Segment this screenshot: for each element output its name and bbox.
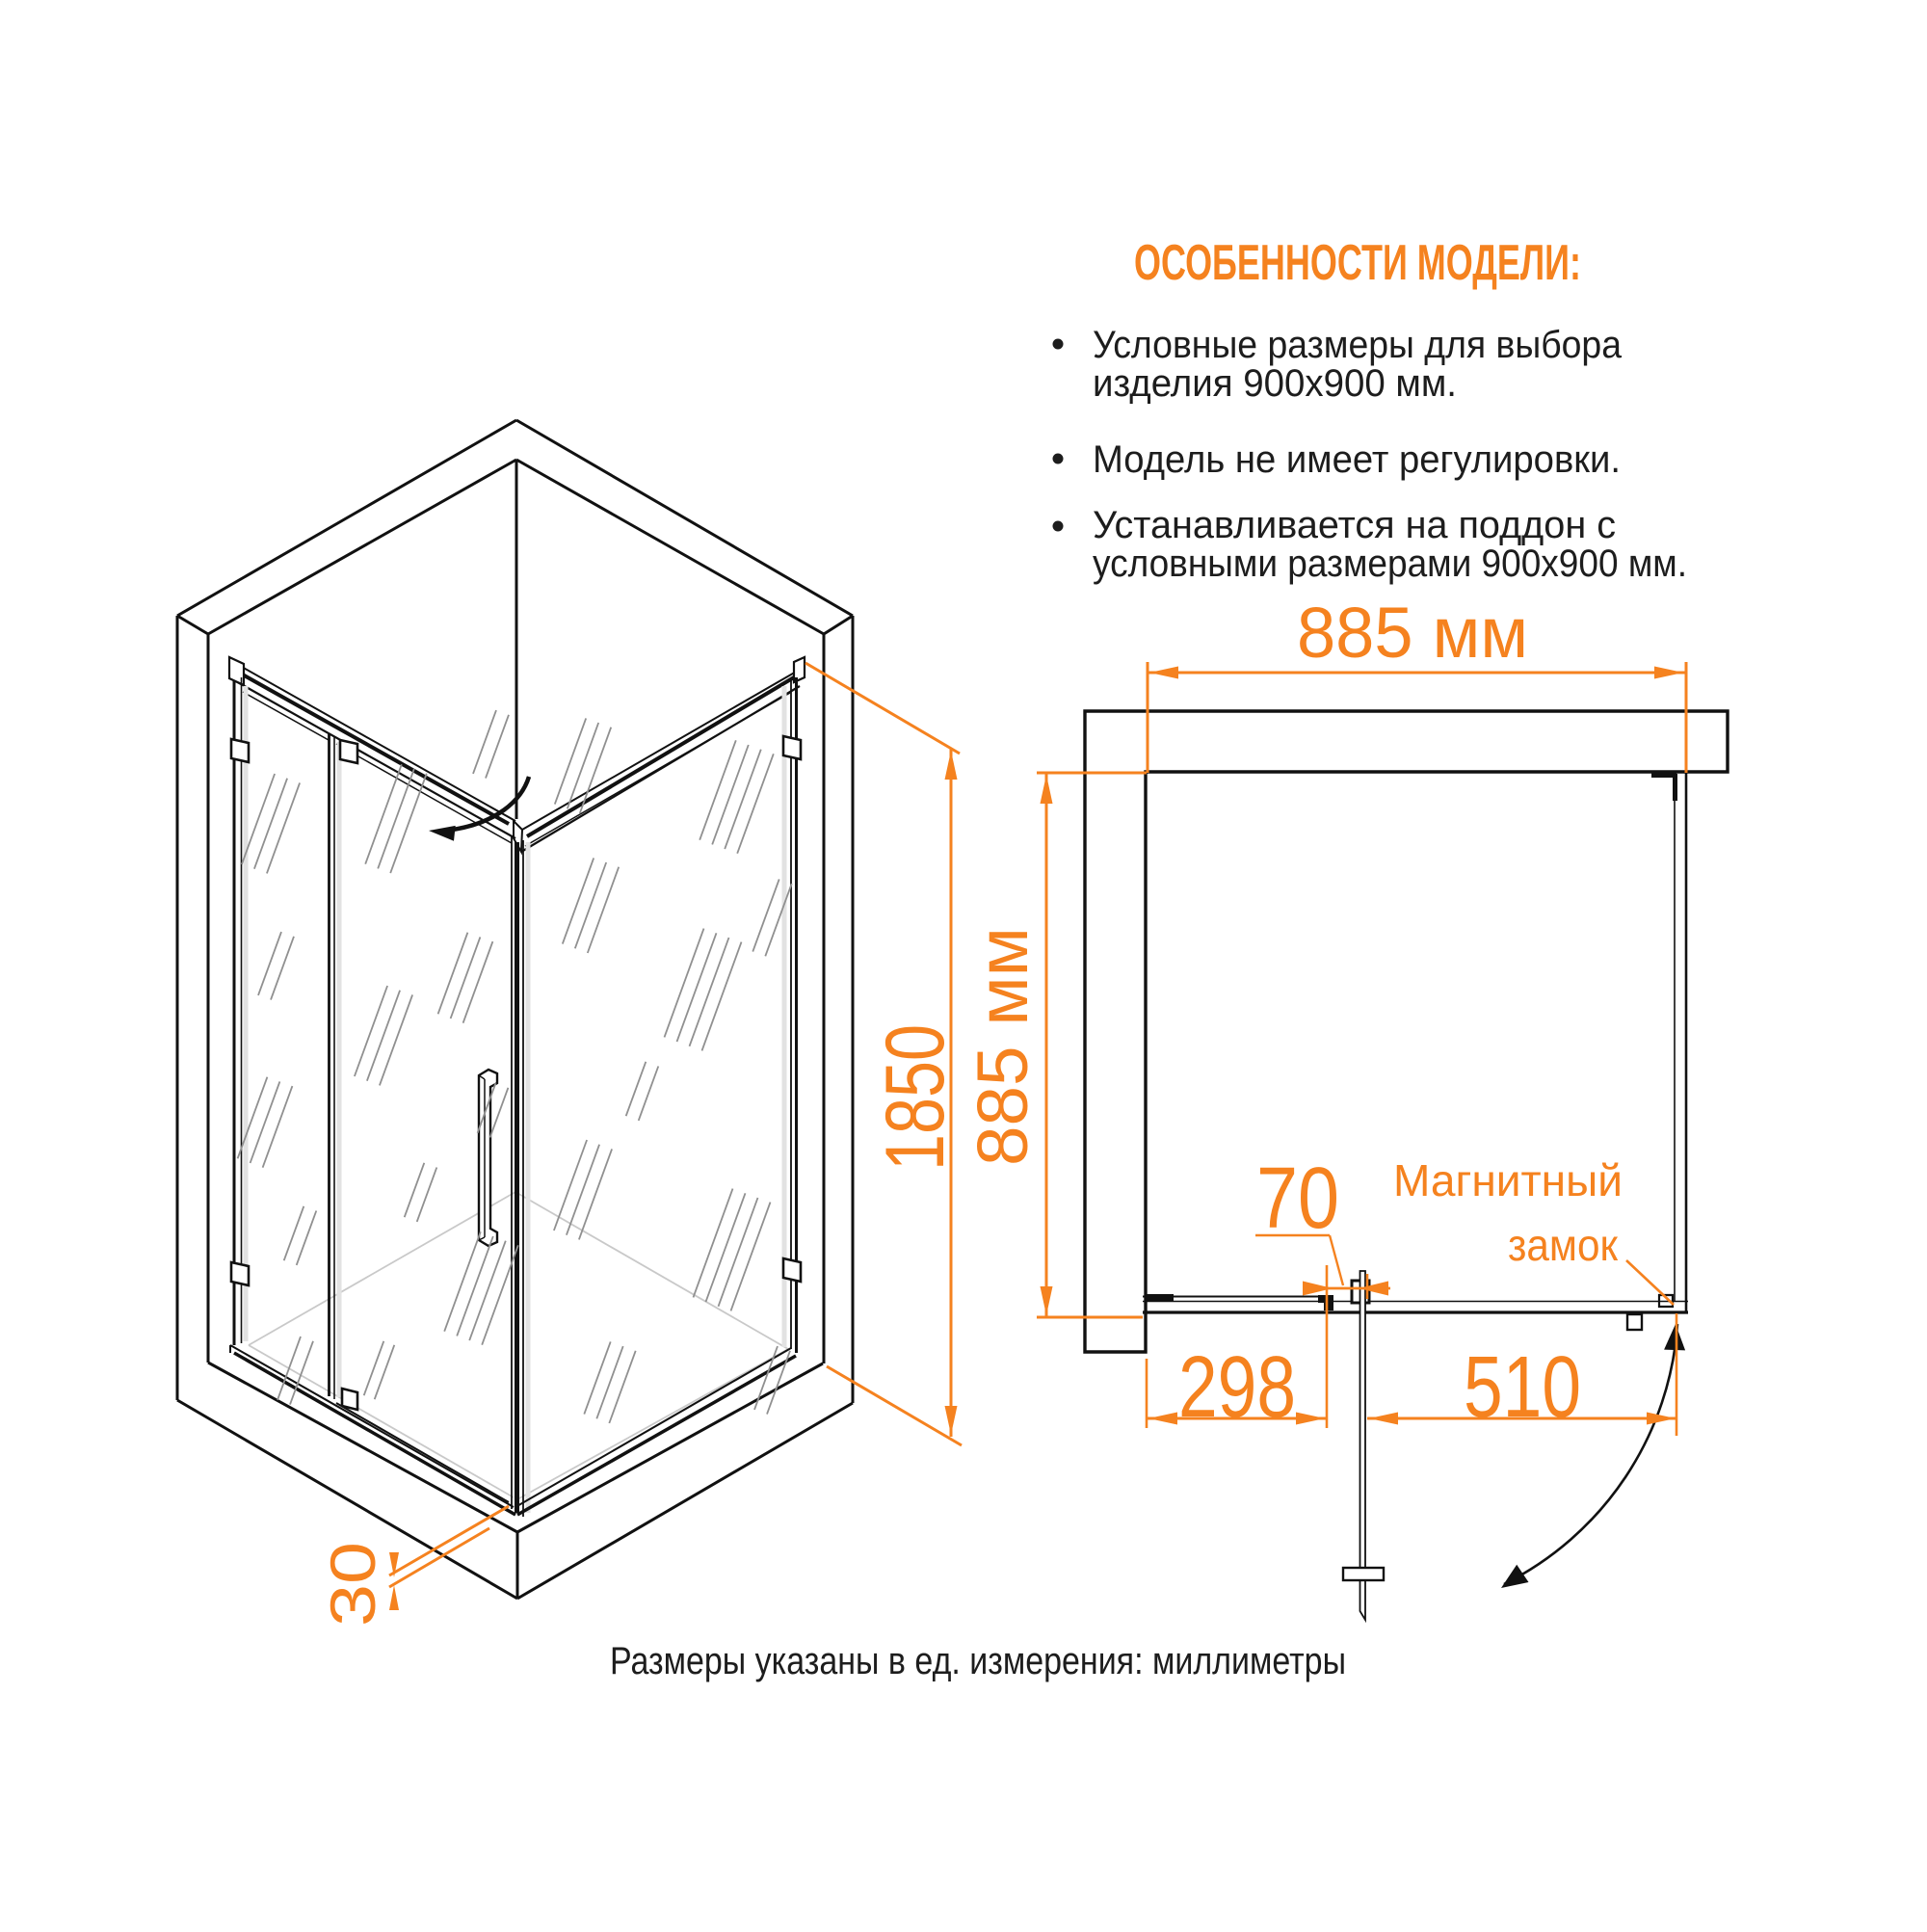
svg-text:30: 30: [317, 1542, 388, 1627]
svg-text:ОСОБЕННОСТИ МОДЕЛИ:: ОСОБЕННОСТИ МОДЕЛИ:: [1134, 235, 1581, 291]
svg-text:Магнитный: Магнитный: [1393, 1155, 1623, 1205]
svg-text:Размеры указаны в ед. измерени: Размеры указаны в ед. измерения: миллиме…: [610, 1640, 1346, 1682]
svg-text:Условные размеры для выбора: Условные размеры для выбора: [1093, 324, 1623, 366]
svg-text:1850: 1850: [869, 1024, 962, 1171]
svg-text:Устанавливается на поддон с: Устанавливается на поддон с: [1093, 504, 1616, 546]
svg-text:Модель не имеет регулировки.: Модель не имеет регулировки.: [1093, 438, 1621, 481]
svg-text:замок: замок: [1508, 1220, 1619, 1270]
svg-text:885 мм: 885 мм: [1297, 593, 1528, 673]
svg-text:изделия 900х900 мм.: изделия 900х900 мм.: [1093, 362, 1457, 405]
svg-text:условными размерами 900х900 мм: условными размерами 900х900 мм.: [1093, 543, 1687, 585]
svg-text:298: 298: [1178, 1339, 1296, 1436]
svg-text:510: 510: [1464, 1339, 1581, 1436]
svg-text:70: 70: [1256, 1151, 1339, 1247]
svg-text:885 мм: 885 мм: [963, 927, 1043, 1166]
